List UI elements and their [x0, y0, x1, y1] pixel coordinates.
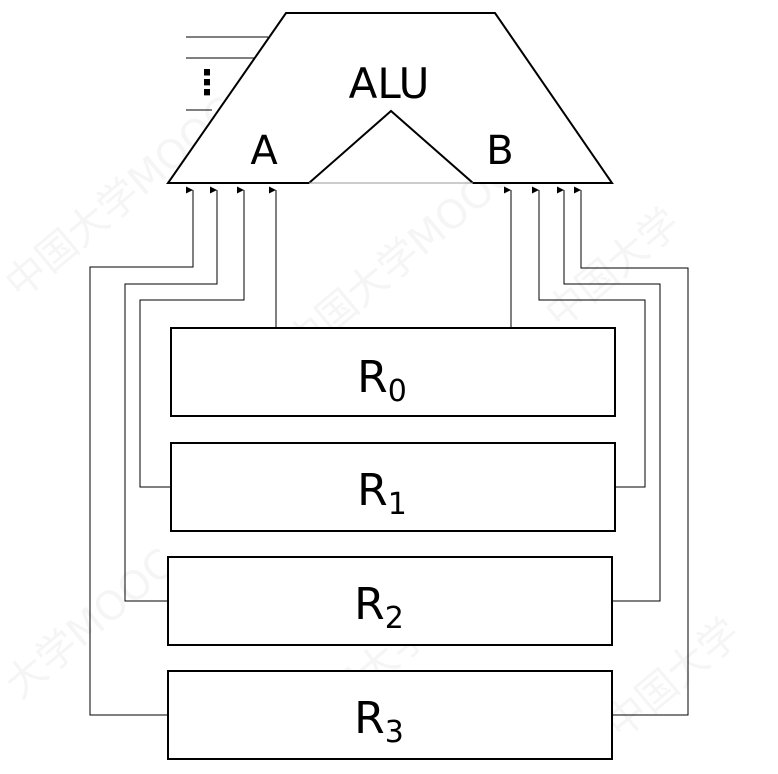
register-r1-index: 1	[388, 487, 407, 522]
control-ellipsis: ⋮	[190, 63, 224, 103]
register-r2-index: 2	[385, 601, 404, 636]
register-r1-box	[170, 442, 616, 532]
svg-text:R1: R1	[357, 465, 407, 522]
register-r0-box	[170, 327, 616, 417]
control-lines: ⋮	[186, 36, 268, 111]
alu-port-a-label: A	[250, 128, 278, 174]
wire-r1-to-b	[532, 186, 646, 488]
alu-port-b-label: B	[486, 128, 513, 174]
register-r3-index: 3	[385, 715, 404, 750]
register-r3-name: R	[354, 693, 385, 744]
register-r0: R0	[170, 327, 616, 417]
svg-text:R2: R2	[354, 579, 404, 636]
register-r3: R3	[167, 670, 613, 760]
register-r2-box	[167, 556, 613, 646]
svg-text:中国大学: 中国大学	[597, 610, 749, 748]
bus-to-port-a	[89, 186, 277, 716]
register-r0-index: 0	[388, 374, 407, 409]
register-r0-name: R	[357, 352, 388, 403]
svg-text:中国大学MOOC: 中国大学MOOC	[0, 89, 245, 308]
svg-text:R3: R3	[354, 693, 404, 750]
svg-text:大学MOOC: 大学MOOC	[0, 540, 184, 707]
svg-text:中国大学: 中国大学	[537, 200, 689, 338]
svg-text:R0: R0	[357, 352, 407, 409]
alu-body	[166, 12, 614, 184]
wire-r2-to-b	[557, 186, 661, 602]
background-watermark: 中国大学MOOC 中国大学MOOC 中国大学 大学MOOC 中国大学 中国大学	[0, 89, 749, 748]
register-r1-name: R	[357, 465, 388, 516]
alu-title: ALU	[349, 59, 430, 108]
register-r2: R2	[167, 556, 613, 646]
wire-r3-to-b	[574, 186, 689, 716]
register-r3-box	[167, 670, 613, 760]
wire-r1-to-a	[139, 186, 245, 488]
register-r1: R1	[170, 442, 616, 532]
bus-to-port-b	[504, 186, 689, 716]
wire-r3-to-a	[89, 186, 194, 716]
wire-r2-to-a	[124, 186, 218, 602]
register-r2-name: R	[354, 579, 385, 630]
